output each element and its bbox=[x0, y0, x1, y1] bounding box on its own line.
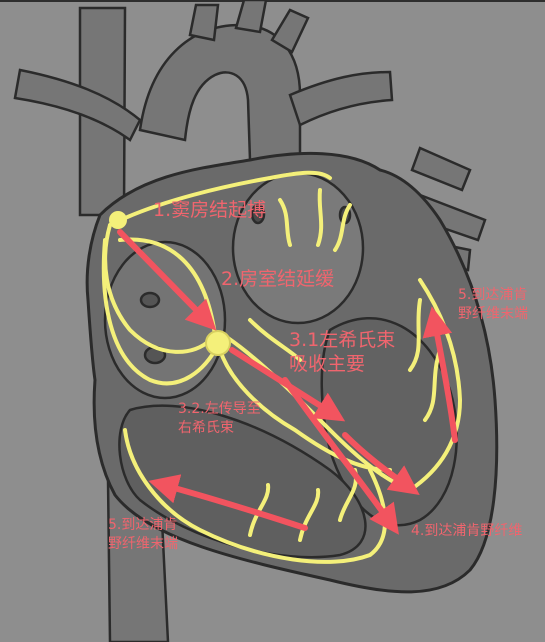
purkinje-fiber-3 bbox=[333, 203, 352, 252]
label-purkinje-bottom-left-line-2: 野纤维末端 bbox=[108, 536, 178, 552]
purkinje-fiber-7 bbox=[248, 483, 271, 537]
conduction-arrows bbox=[117, 229, 458, 535]
label-purkinje-right-top-line-1: 5.到达浦肯 bbox=[458, 287, 528, 303]
label-bundle-3-1-line-1: 3.1左希氏束 bbox=[289, 329, 396, 351]
right-atrium-chamber bbox=[103, 240, 227, 400]
valve-3 bbox=[139, 291, 161, 309]
purkinje-fiber-4 bbox=[408, 298, 422, 372]
label-purkinje-bottom-left-line-1: 5.到达浦肯 bbox=[108, 517, 178, 533]
valve-1 bbox=[250, 203, 266, 225]
arrow-left-bundle-down bbox=[282, 377, 399, 535]
aorta-branch-1 bbox=[188, 3, 220, 42]
internodal-pathway-top bbox=[108, 170, 332, 227]
label-av-node: 2.房室结延缓 bbox=[221, 268, 335, 290]
left-atrium-chamber bbox=[231, 171, 365, 325]
purkinje-fiber-1 bbox=[278, 198, 292, 247]
purkinje-fiber-2 bbox=[316, 188, 324, 247]
label-sa-node: 1.窦房结起搏 bbox=[153, 199, 267, 221]
bundle-branch-left bbox=[226, 336, 412, 492]
sa-node-marker bbox=[109, 211, 127, 229]
label-bundle-3-2-line-2: 右希氏束 bbox=[178, 420, 234, 436]
arrow-left-wall-up bbox=[422, 306, 458, 443]
label-purkinje-right-top: 5.到达浦肯 野纤维末端 bbox=[458, 286, 528, 324]
label-purkinje-bottom-left: 5.到达浦肯 野纤维末端 bbox=[108, 516, 178, 554]
aortic-arch bbox=[138, 23, 302, 162]
label-bundle-3-2-line-1: 3.2.左传导至 bbox=[178, 401, 261, 417]
label-purkinje-right-top-line-2: 野纤维末端 bbox=[458, 306, 528, 322]
label-purkinje-bottom-right: 4.到达浦肯野纤维 bbox=[411, 523, 523, 539]
internodal-pathway-lower bbox=[101, 238, 220, 386]
purkinje-fiber-5 bbox=[423, 348, 442, 422]
purkinje-fiber-6 bbox=[298, 488, 321, 542]
arrow-sa-to-av bbox=[117, 229, 217, 331]
aorta-branch-3 bbox=[270, 8, 310, 54]
purkinje-septum bbox=[248, 318, 302, 362]
pulmonary-artery-left bbox=[13, 68, 142, 142]
label-bundle-3-1: 3.1左希氏束 吸收主要 bbox=[289, 328, 395, 376]
aorta-branch-2 bbox=[234, 0, 268, 34]
label-bundle-3-1-line-2: 吸收主要 bbox=[289, 353, 366, 375]
top-border bbox=[0, 0, 545, 2]
pulmonary-vein-1 bbox=[410, 146, 472, 192]
arrow-septum-to-apex bbox=[342, 432, 420, 496]
bundle-branch-right bbox=[218, 348, 392, 472]
label-bundle-3-2: 3.2.左传导至 右希氏束 bbox=[178, 400, 261, 438]
pulmonary-artery-right bbox=[288, 70, 394, 127]
arrow-bottom-to-left bbox=[148, 474, 308, 531]
av-node-marker bbox=[205, 330, 231, 356]
